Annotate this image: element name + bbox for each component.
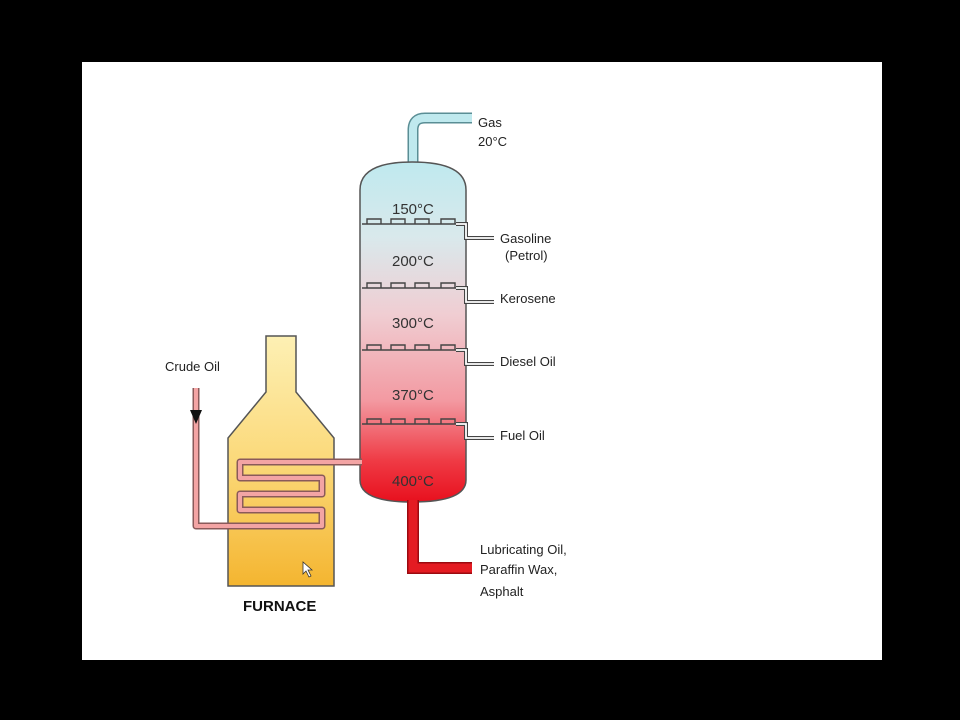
distillation-column — [359, 161, 467, 503]
side-pipe-2 — [456, 287, 494, 303]
stage-temp-label: 300°C — [392, 315, 434, 332]
bubble-cap — [366, 218, 382, 224]
bubble-cap — [414, 418, 430, 424]
mouse-cursor-icon — [302, 561, 314, 578]
bottom-temp-label: 400°C — [392, 473, 434, 490]
stage-temp-label: 150°C — [392, 201, 434, 218]
residue-label-line1: Lubricating Oil, — [480, 542, 567, 557]
side-pipe-4 — [456, 423, 494, 439]
bubble-cap — [440, 282, 456, 288]
bubble-cap — [366, 344, 382, 350]
bubble-cap — [414, 282, 430, 288]
bubble-cap — [390, 418, 406, 424]
bubble-cap — [390, 218, 406, 224]
product-label: Gasoline — [500, 231, 551, 246]
bubble-cap — [414, 218, 430, 224]
bubble-cap — [440, 418, 456, 424]
residue-label-line2: Paraffin Wax, — [480, 562, 557, 577]
product-label: Fuel Oil — [500, 428, 545, 443]
residue-label-line3: Asphalt — [480, 584, 524, 599]
residue-outlet-pipe — [407, 500, 472, 574]
bubble-cap — [366, 418, 382, 424]
bubble-cap — [390, 282, 406, 288]
gas-outlet-pipe — [407, 112, 472, 168]
inflow-arrow-icon — [190, 410, 202, 424]
column-trays — [362, 218, 462, 425]
side-pipe-1 — [456, 223, 494, 239]
product-label: Diesel Oil — [500, 354, 556, 369]
side-outlet-pipes — [456, 222, 494, 440]
bubble-cap — [440, 218, 456, 224]
bubble-cap — [440, 344, 456, 350]
bubble-cap — [414, 344, 430, 350]
bubble-cap — [366, 282, 382, 288]
stage-temp-label: 200°C — [392, 253, 434, 270]
product-label: Kerosene — [500, 291, 556, 306]
stage-temp-label: 370°C — [392, 387, 434, 404]
gas-label: Gas — [478, 115, 502, 130]
side-pipe-3 — [456, 349, 494, 365]
slide-canvas — [82, 62, 882, 660]
bubble-cap — [390, 344, 406, 350]
crude-oil-label: Crude Oil — [165, 359, 220, 374]
product-label-line2: (Petrol) — [505, 248, 548, 263]
gas-temp-label: 20°C — [478, 134, 507, 149]
furnace-label: FURNACE — [243, 598, 316, 615]
crude-oil-coil — [192, 388, 362, 530]
stage-labels: 150°C Gasoline (Petrol) 200°C Kerosene 300°C D… — [392, 201, 556, 443]
